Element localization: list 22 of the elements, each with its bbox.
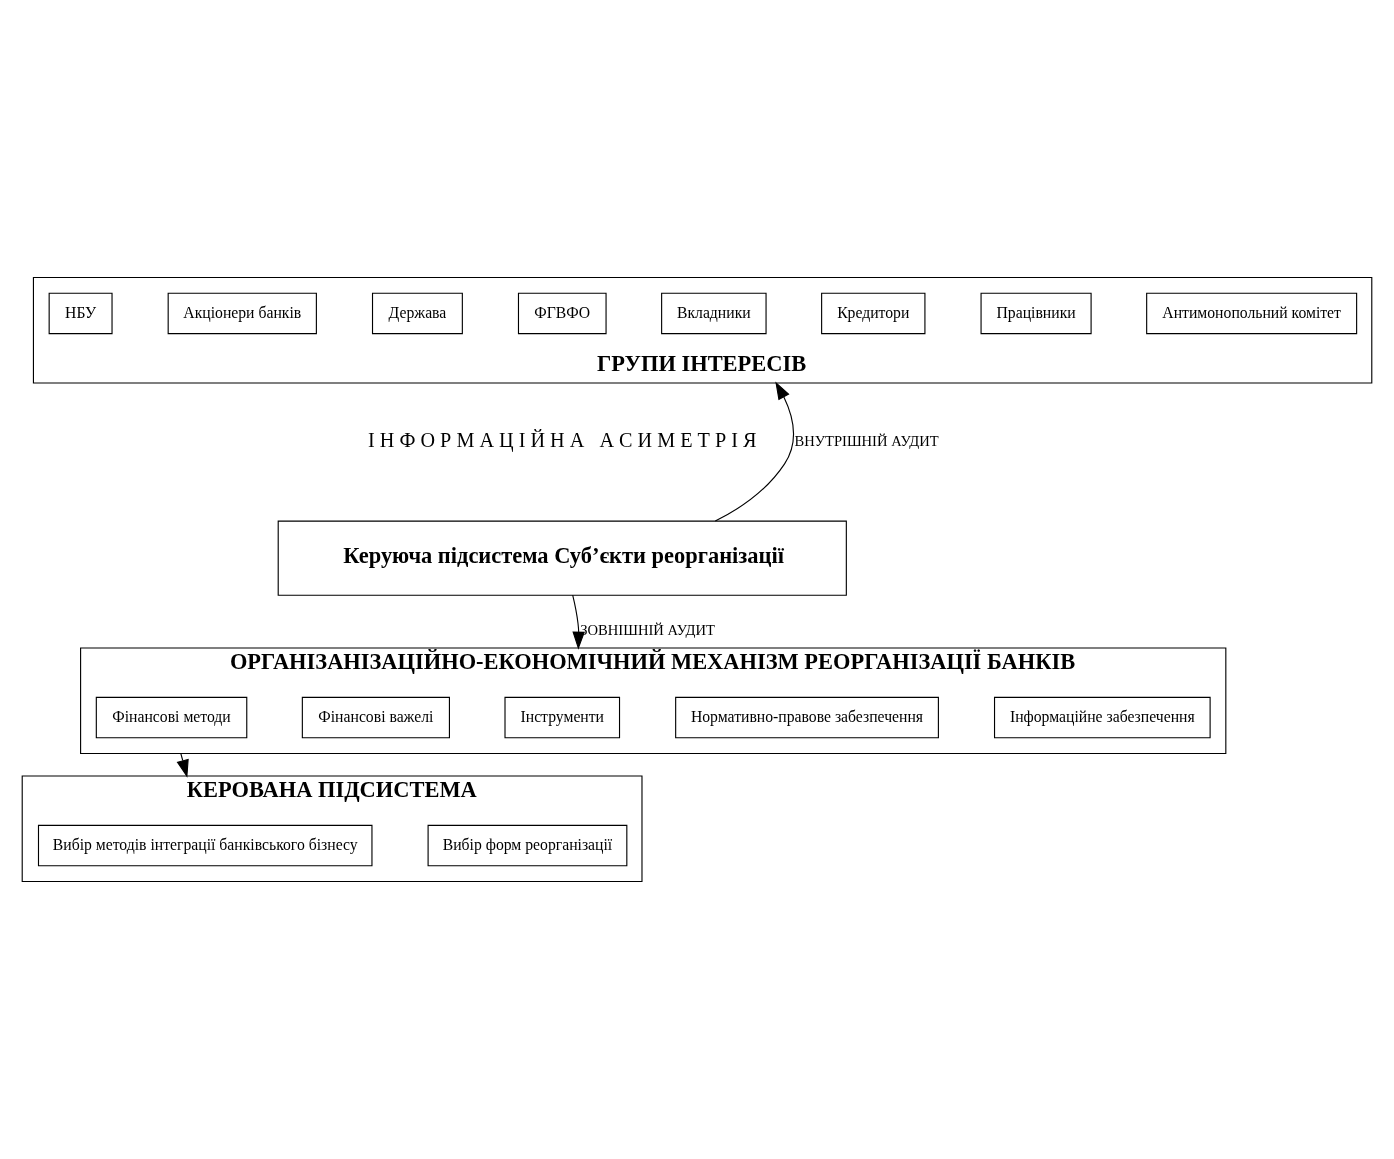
node-box: Працівники bbox=[980, 292, 1092, 335]
node-box: ФГВФО bbox=[517, 292, 607, 335]
node-box: Нормативно-правове забезпечення bbox=[675, 696, 939, 739]
node-box: Антимонопольний комітет bbox=[1146, 292, 1358, 335]
node-box: Вибір методів інтеграції банківського бізнесу bbox=[37, 824, 373, 867]
node-box: Держава bbox=[371, 292, 463, 335]
node-box: Акціонери банків bbox=[167, 292, 317, 335]
node-box: Інструменти bbox=[504, 696, 621, 739]
edge-label: ЗОВНІШНІЙ АУДИТ bbox=[580, 621, 715, 638]
node-box: Керуюча підсистема Суб’єкти реорганізації bbox=[277, 520, 847, 596]
node-box: Кредитори bbox=[821, 292, 926, 335]
node-box: Фінансові методи bbox=[95, 696, 248, 739]
arrow bbox=[572, 594, 585, 650]
node-box: НБУ bbox=[48, 292, 113, 335]
node-box: Вибір форм реорганізації bbox=[427, 824, 628, 867]
arrow bbox=[176, 752, 189, 778]
node-box: Фінансові важелі bbox=[301, 696, 450, 739]
arrow bbox=[714, 381, 794, 522]
edge-label: ВНУТРІШНІЙ АУДИТ bbox=[794, 433, 939, 450]
node-box: Вкладники bbox=[661, 292, 767, 335]
node-box: Інформаційне забезпечення bbox=[994, 696, 1211, 739]
label: І Н Ф О Р М А Ц І Й Н А А С И М Е Т Р І Я bbox=[368, 429, 757, 452]
